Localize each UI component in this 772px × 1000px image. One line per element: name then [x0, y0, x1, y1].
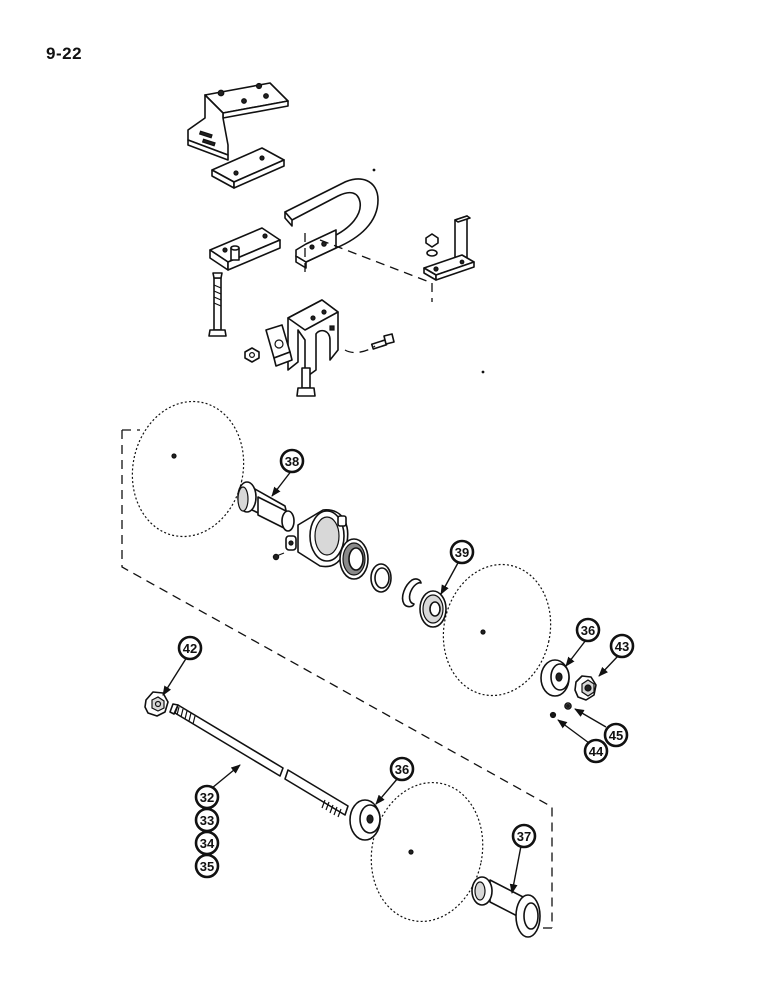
callout-45: 45: [574, 708, 629, 748]
small-nut: [244, 347, 260, 363]
svg-text:42: 42: [183, 641, 197, 656]
nut-43: [574, 675, 597, 701]
svg-text:45: 45: [609, 728, 623, 743]
svg-text:34: 34: [200, 836, 215, 851]
top-bracket: [187, 82, 289, 161]
svg-text:39: 39: [455, 545, 469, 560]
svg-text:33: 33: [200, 813, 214, 828]
long-bolt: [208, 272, 227, 337]
axle-shaft: [169, 703, 349, 818]
hanger-assembly: [187, 82, 475, 397]
spool-38: [237, 481, 295, 532]
clamp-plate: [209, 227, 281, 271]
callout-38: 38: [271, 448, 305, 497]
callout-33: 33: [194, 807, 220, 833]
washer-45: [564, 702, 572, 710]
disk-blade-middle: [442, 563, 552, 697]
callout-42: 42: [162, 635, 203, 696]
snap-ring: [401, 578, 422, 608]
svg-text:36: 36: [395, 762, 409, 777]
u-hanger: [284, 178, 379, 269]
spacer-ring: [370, 563, 392, 593]
bearing: [339, 538, 369, 580]
grease-fitting: [272, 552, 285, 561]
nut-42: [144, 691, 169, 717]
assembly-outline: [121, 430, 553, 928]
post-bracket: [423, 215, 475, 281]
short-bolt: [296, 367, 316, 397]
callout-37: 37: [509, 823, 537, 894]
svg-text:38: 38: [285, 454, 299, 469]
callout-43: 43: [598, 633, 635, 677]
svg-text:37: 37: [517, 829, 531, 844]
page-number: 9-22: [46, 44, 83, 63]
tab-plate: [265, 324, 293, 367]
svg-text:32: 32: [200, 790, 214, 805]
callout-32: 32: [194, 764, 241, 810]
svg-text:36: 36: [581, 623, 595, 638]
callout-36-lower: 36: [375, 756, 415, 805]
callout-34: 34: [194, 830, 220, 856]
screw-44: [549, 711, 557, 719]
speck: [372, 168, 376, 172]
svg-text:43: 43: [615, 639, 629, 654]
callout-35: 35: [194, 853, 220, 879]
callout-39: 39: [440, 539, 475, 595]
washer-39: [419, 590, 447, 628]
spacer-plate: [211, 147, 285, 189]
disk-blade-lower: [370, 781, 484, 923]
washer-36-upper: [540, 659, 570, 697]
bearing-housing: [285, 509, 349, 568]
assembly-line: [344, 345, 376, 354]
callout-36-upper: 36: [565, 617, 601, 667]
assembly-line: [304, 233, 433, 302]
washer-36-lower: [349, 799, 381, 841]
callout-44: 44: [557, 719, 609, 764]
speck: [481, 370, 485, 374]
side-bolt: [370, 333, 395, 350]
svg-text:35: 35: [200, 859, 214, 874]
spool-37: [471, 876, 541, 938]
block-clamp: [287, 299, 339, 379]
disk-blade-upper: [131, 400, 245, 538]
svg-text:44: 44: [589, 744, 604, 759]
